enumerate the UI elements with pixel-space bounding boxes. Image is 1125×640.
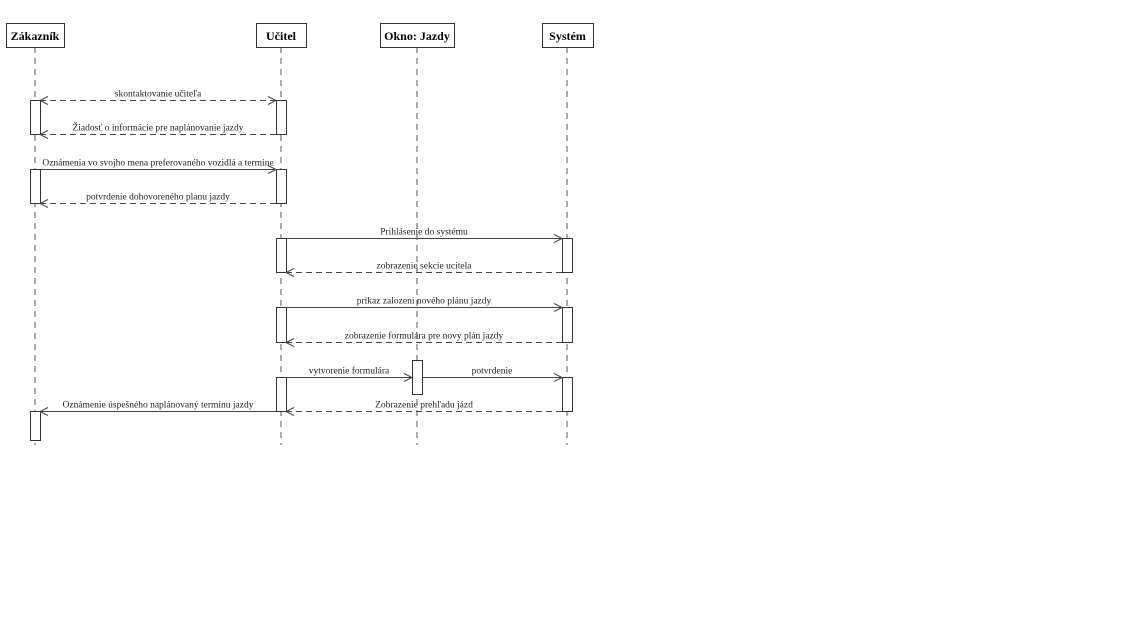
arrowhead-icon [284, 338, 295, 347]
message-label: Oznámenia vo svojho mena preferovaného v… [42, 158, 273, 169]
message-label: zobrazenie sekcie ucitela [377, 262, 473, 272]
participant-label-ucitel: Učitel [266, 29, 297, 43]
participant-box-okno [380, 23, 455, 48]
activation-bar [562, 238, 573, 273]
participant-label-zakaznik: Zákazník [11, 29, 60, 43]
message-label: prikaz zalozeni nového plánu jazdy [357, 297, 492, 307]
activation-bar [276, 307, 287, 343]
arrowhead-icon [284, 407, 295, 416]
message-label: Zobrazenie prehľadu jázd [375, 401, 473, 411]
arrowhead-icon [267, 165, 278, 174]
arrowhead-icon [38, 130, 49, 139]
activation-bar [562, 307, 573, 343]
message-label: potvrdenie [472, 367, 513, 377]
arrowhead-icon [553, 303, 564, 312]
activation-bar [30, 100, 41, 135]
participant-label-okno: Okno: Jazdy [384, 29, 450, 43]
activation-bar [276, 238, 287, 273]
participant-box-ucitel [256, 23, 307, 48]
participant-box-system [542, 23, 594, 48]
activation-bar [412, 360, 423, 395]
message-label: vytvorenie formulára [309, 366, 390, 377]
activation-bar [276, 100, 287, 135]
participant-box-zakaznik [6, 23, 65, 48]
activation-bar [562, 377, 573, 412]
message-label: Oznámenie úspešného naplánovaný termínu … [63, 401, 254, 411]
activation-bar [30, 411, 41, 441]
activation-bar [30, 169, 41, 204]
arrowhead-icon [38, 96, 49, 105]
message-label: skontaktovanie učiteľa [115, 90, 202, 100]
arrowhead-icon [38, 407, 49, 416]
message-label: Prihlásenie do systému [380, 228, 468, 238]
arrowhead-icon [553, 234, 564, 243]
arrowhead-icon [403, 373, 414, 382]
arrowhead-icon [284, 268, 295, 277]
arrowhead-icon [553, 373, 564, 382]
message-label: potvrdenie dohovoreného planu jazdy [86, 193, 230, 203]
message-label: Žiadosť o informácie pre naplánovanie ja… [72, 122, 243, 134]
arrowhead-icon [267, 96, 278, 105]
activation-bar [276, 169, 287, 204]
message-label: zobrazenie formulára pre novy plán jazdy [345, 331, 504, 342]
activation-bar [276, 377, 287, 412]
participant-label-system: Systém [549, 29, 586, 43]
arrowhead-icon [38, 199, 49, 208]
